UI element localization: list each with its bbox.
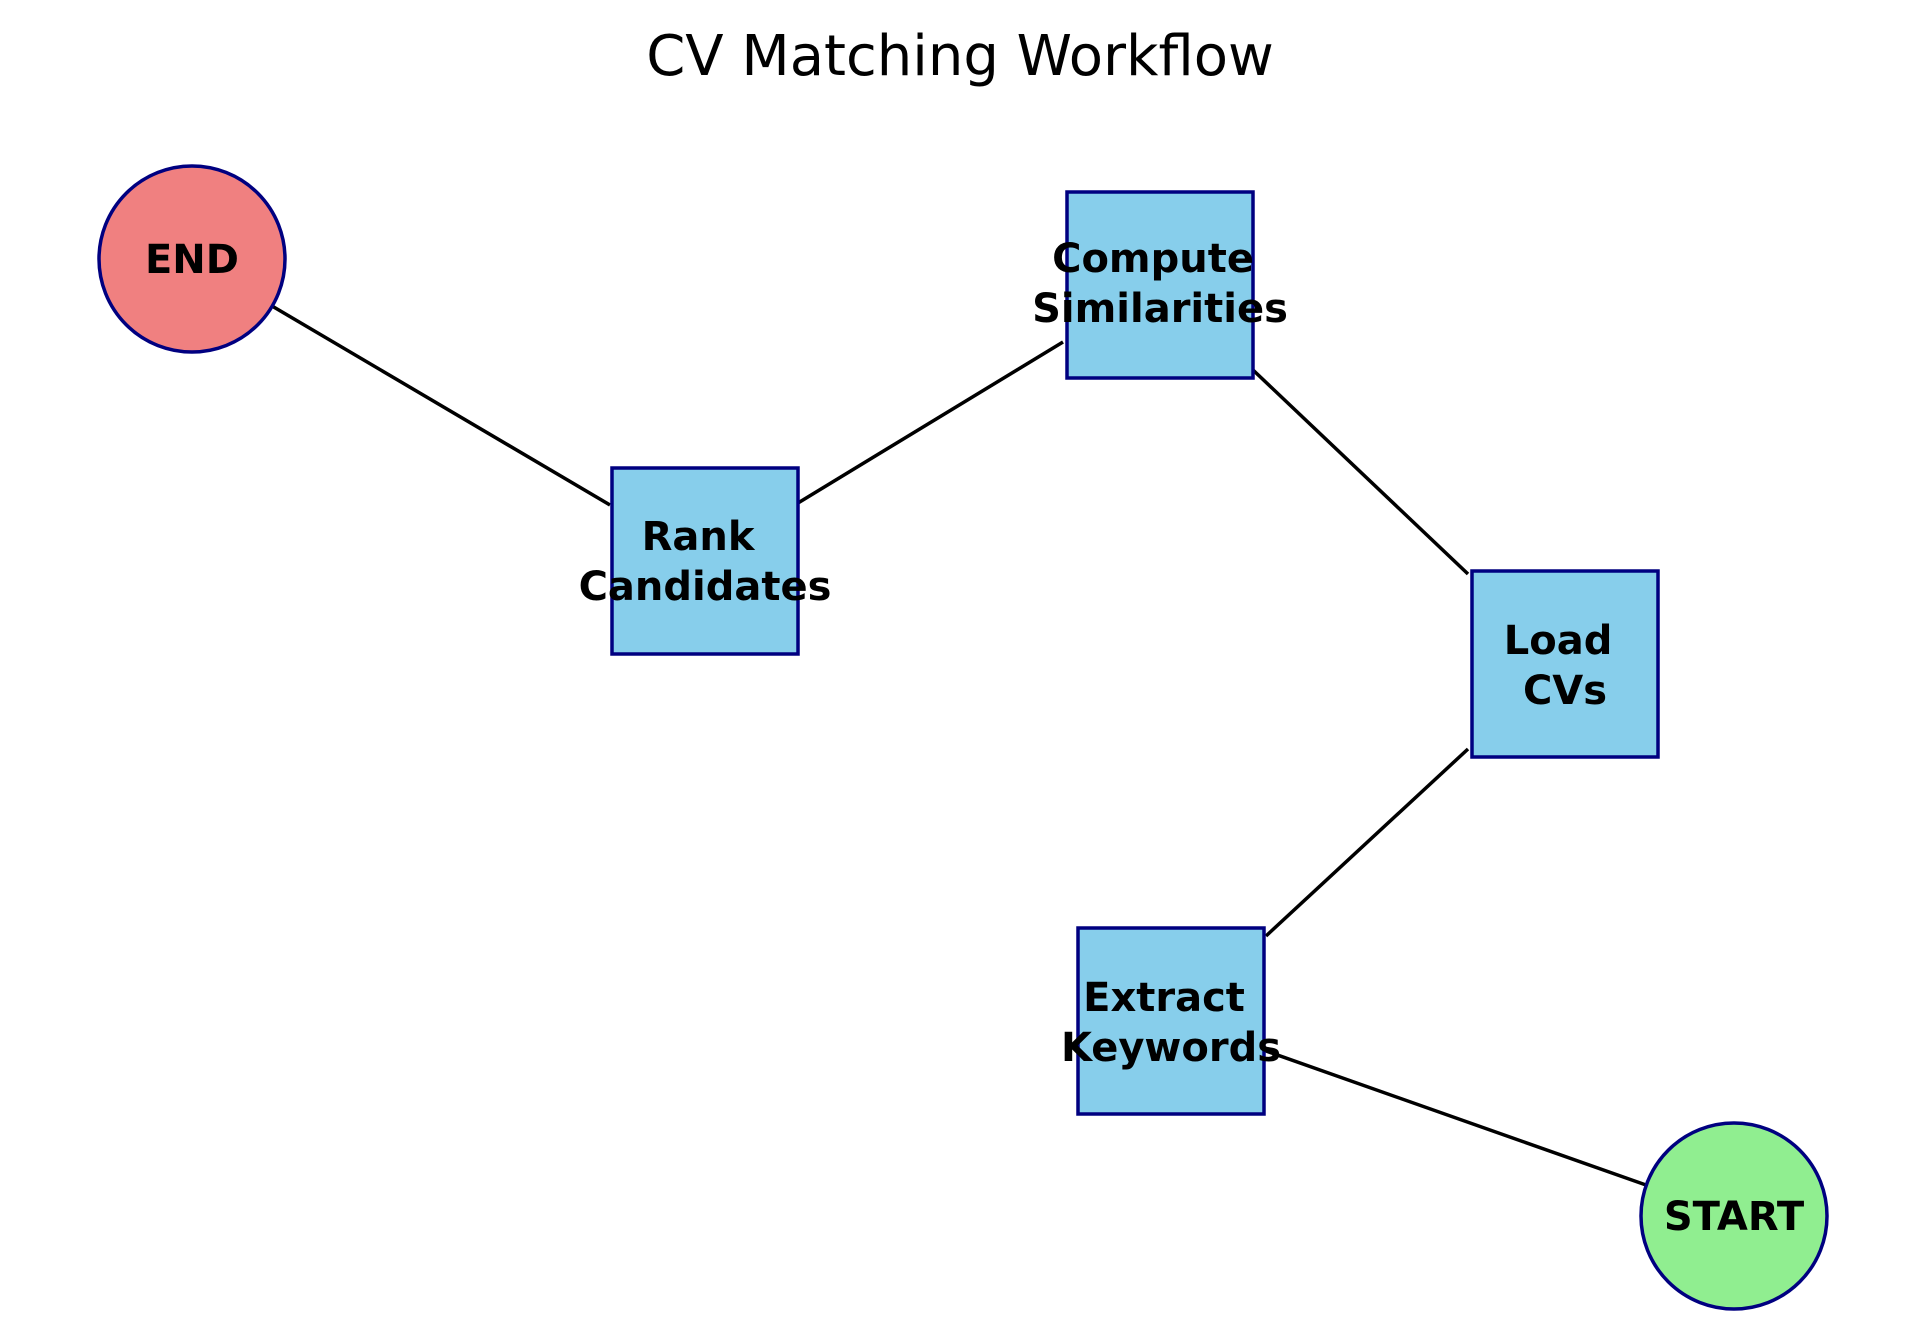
node-compute-label-line-1: Compute [1052,236,1254,282]
node-rank-candidates: Rank Candidates [579,466,832,656]
node-load-label-line-2: CVs [1523,668,1607,714]
node-extract-shape [1076,926,1266,1116]
nodes-layer: END Compute Similarities Rank Candidates… [97,164,1829,1311]
node-start-label-line: START [1664,1194,1805,1240]
node-load-shape [1470,569,1660,759]
node-extract-label-line-1: Extract [1083,975,1245,1021]
node-rank-label-line-2: Candidates [579,564,832,610]
node-end-label: END [145,237,239,283]
node-compute-label-line-2: Similarities [1032,286,1288,332]
node-compute-similarities: Compute Similarities [1032,190,1288,380]
node-extract-label: Extract Keywords [1061,975,1281,1071]
node-rank-shape [610,466,800,656]
node-rank-label: Rank Candidates [579,514,832,610]
node-start-shape [1639,1121,1829,1311]
node-load-label-line-1: Load [1504,618,1613,664]
node-load-cvs: Load CVs [1470,569,1660,759]
node-end-label-line: END [145,237,239,283]
node-end: END [97,164,287,354]
node-rank-label-line-1: Rank [642,514,756,560]
edge-start-extract [1265,1049,1647,1187]
edge-compute-rank [797,340,1064,505]
node-extract-keywords: Extract Keywords [1061,926,1281,1116]
edge-extract-load [1264,747,1470,938]
node-load-label: Load CVs [1504,618,1627,714]
node-end-shape [97,164,287,354]
edges-layer [271,304,1647,1187]
node-extract-label-line-2: Keywords [1061,1025,1281,1071]
node-compute-label: Compute Similarities [1032,236,1288,332]
diagram-title: CV Matching Workflow [646,24,1274,89]
node-start-label: START [1664,1194,1805,1240]
edge-rank-end [271,304,611,507]
node-start: START [1639,1121,1829,1311]
edge-load-compute [1251,368,1470,576]
node-compute-shape [1065,190,1255,380]
